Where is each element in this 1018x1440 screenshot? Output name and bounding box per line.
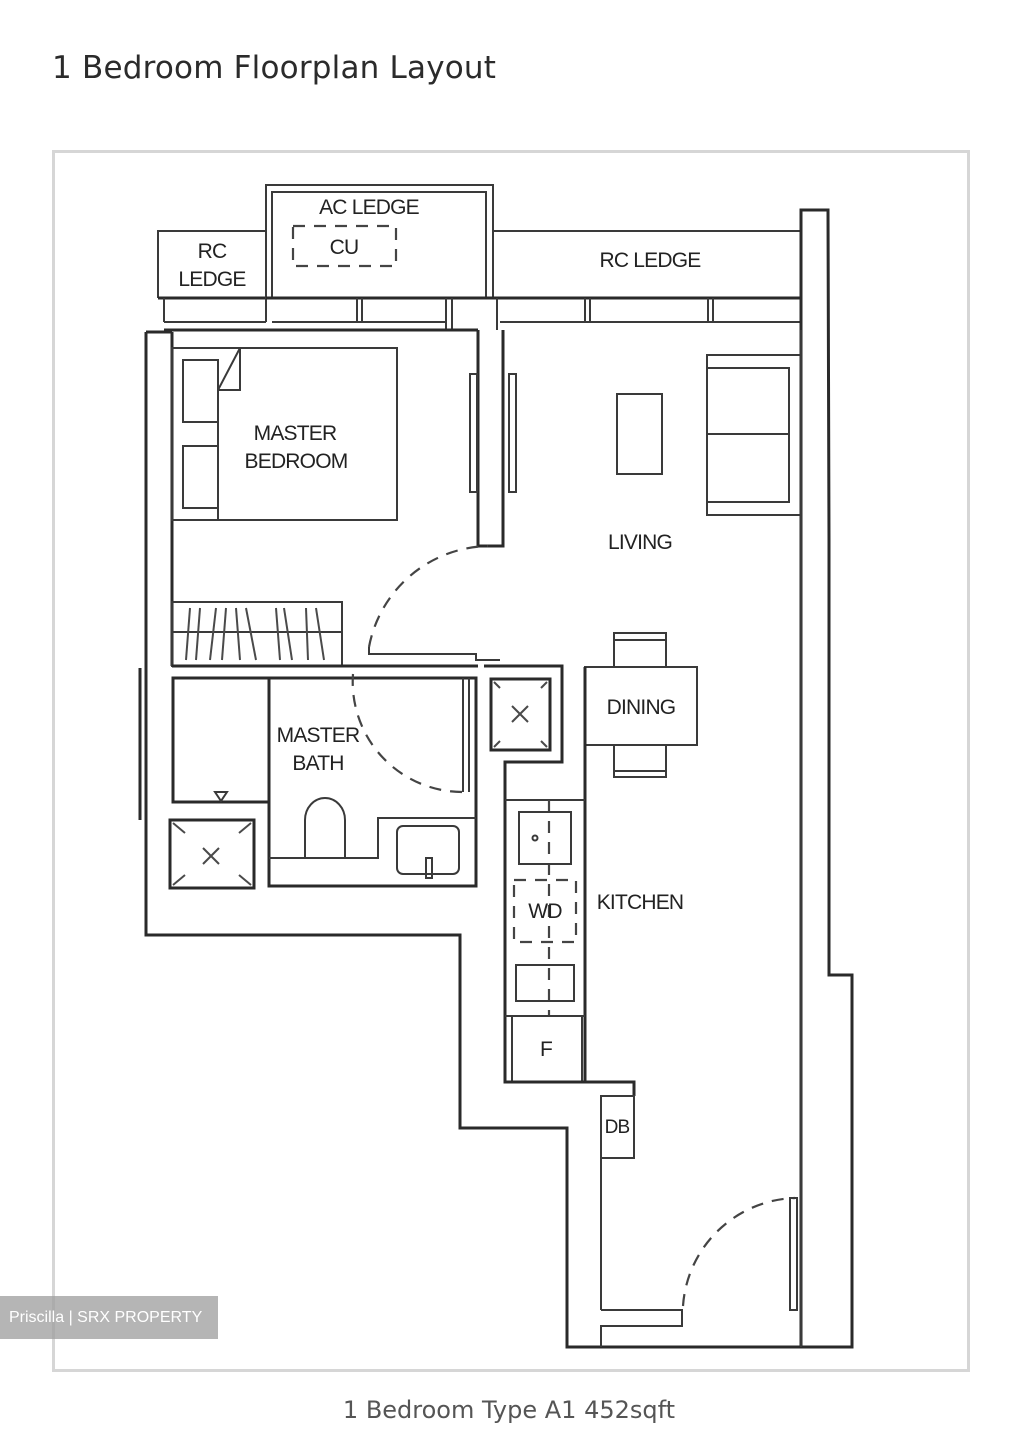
- condenser-unit-outline: [291, 224, 398, 268]
- label-living: LIVING: [608, 531, 672, 554]
- basin: [396, 825, 460, 875]
- rc-ledge-right: [493, 230, 801, 330]
- coffee-table: [616, 393, 663, 475]
- service-shaft-right: [484, 664, 587, 1084]
- entrance-door: [600, 1096, 798, 1347]
- hob: [518, 811, 572, 865]
- shower-area: [171, 676, 271, 804]
- label-distribution-board: DB: [605, 1117, 630, 1138]
- ac-ledge: [265, 184, 494, 330]
- dining-chair-bottom: [613, 744, 667, 778]
- label-ac-ledge: AC LEDGE: [319, 196, 420, 219]
- label-rc-ledge-right: RC LEDGE: [600, 249, 702, 272]
- rc-ledge-left: [157, 230, 266, 323]
- label-dining: DINING: [607, 696, 676, 719]
- service-shaft-left: [168, 818, 256, 890]
- sink: [515, 964, 575, 1002]
- master-bath: [168, 673, 478, 890]
- living-area: [616, 354, 802, 516]
- label-cu: CU: [330, 236, 359, 259]
- label-rc-ledge-left-1: RC: [198, 240, 227, 263]
- bed: [171, 347, 398, 521]
- label-fridge: F: [540, 1038, 552, 1061]
- label-washer-dryer: WD: [528, 900, 562, 923]
- bedside-table-top: [182, 359, 219, 423]
- label-master-bath-2: BATH: [292, 752, 343, 775]
- label-master-bath-1: MASTER: [277, 724, 360, 747]
- label-master-bedroom-2: BEDROOM: [245, 450, 348, 473]
- label-master-bedroom-1: MASTER: [254, 422, 337, 445]
- kitchen: [505, 799, 636, 1159]
- bedside-table-bottom: [182, 445, 219, 509]
- outer-walls: [138, 208, 854, 1349]
- floorplan-caption: 1 Bedroom Type A1 452sqft: [342, 1396, 676, 1424]
- master-bedroom: [171, 347, 517, 668]
- washer-dryer: [512, 878, 578, 944]
- toilet: [304, 797, 346, 858]
- page-title: 1 Bedroom Floorplan Layout: [52, 50, 497, 86]
- label-kitchen: KITCHEN: [597, 891, 684, 914]
- label-rc-ledge-left-2: LEDGE: [178, 268, 246, 291]
- watermark: Priscilla | SRX PROPERTY: [0, 1296, 218, 1339]
- dining-chair-top: [613, 632, 667, 668]
